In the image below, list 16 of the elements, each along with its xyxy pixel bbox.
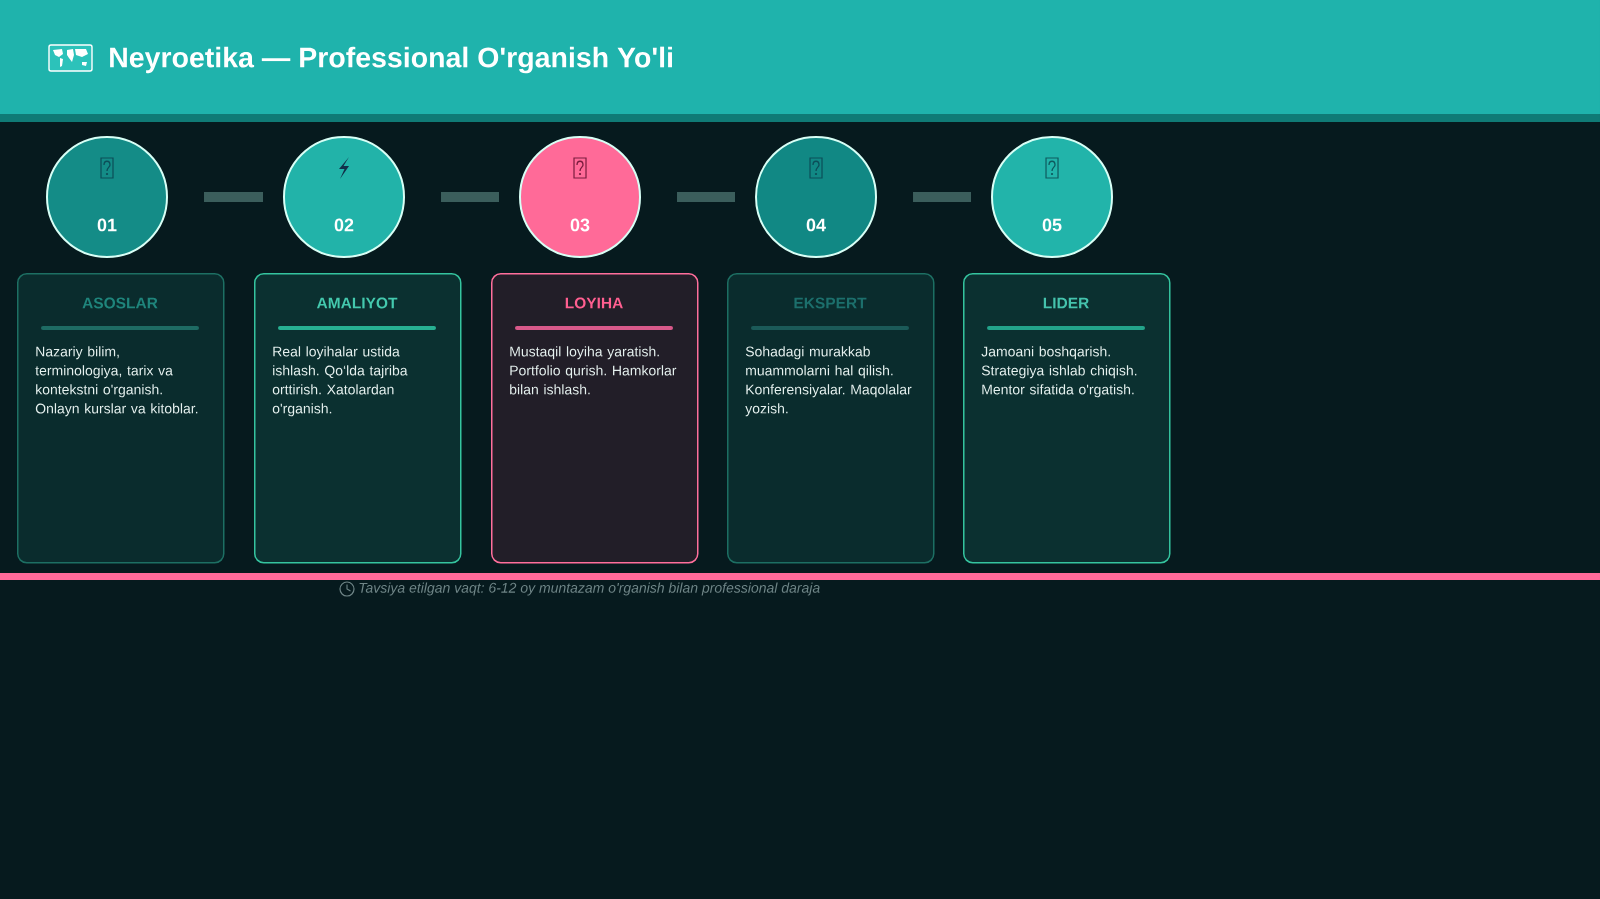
card-heading: LIDER xyxy=(1043,297,1089,309)
footnote-text: Tavsiya etilgan vaqt: 6-12 oy muntazam o'rganish bilan professional daraja xyxy=(359,582,820,596)
card-heading: ASOSLAR xyxy=(82,297,158,309)
card-text: Real loyihalar ustida ishlash. Qo‘lda tajriba orttirish. Xatolardan o'rganish. xyxy=(272,346,408,417)
connector-bar xyxy=(204,192,263,202)
card-heading: LOYIHA xyxy=(565,297,623,309)
connector-bar xyxy=(441,192,499,202)
card-heading: EKSPERT xyxy=(794,297,867,309)
card-heading: AMALIYOT xyxy=(316,297,398,309)
card-text: Jamoani boshqarish. Strategiya ishlab chiqish. Mentor sifatida o'rgatish. xyxy=(981,346,1137,398)
connector-bar xyxy=(677,192,735,202)
page-title: Neyroetika — Professional O'rganish Yo'li xyxy=(110,46,672,74)
card-text: Mustaqil loyiha yaratish. Portfolio qurish. Hamkorlar bilan ishlash. xyxy=(510,346,677,395)
card-text: Sohadagi murakkab muammolarni hal qilish. Konferensiyalar. Maqolalar yozish. xyxy=(745,346,912,417)
card-text: Nazariy bilim, terminologiya, tarix va kontekstni o'rganish. Onlayn kurslar va kitoblar. xyxy=(35,346,198,417)
connector-bar xyxy=(913,192,971,202)
